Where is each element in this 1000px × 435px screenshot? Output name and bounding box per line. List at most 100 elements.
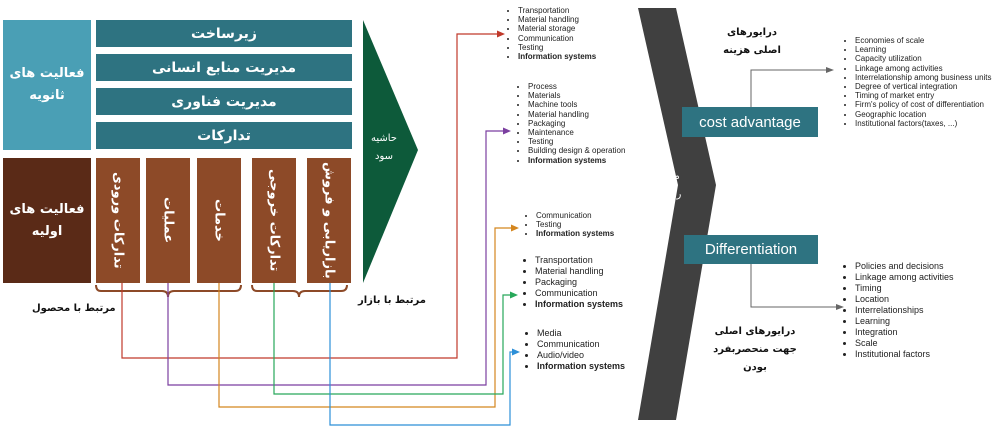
list-item: Material handling: [535, 266, 645, 277]
list-item: Information systems: [518, 52, 638, 61]
support-header-label: فعالیت های ثانویه: [9, 66, 85, 103]
list-item: Geographic location: [855, 110, 1000, 119]
primary-item-outbound-logistics: تدارکات خروجی: [252, 158, 296, 283]
support-activities-header: فعالیت های ثانویه: [3, 20, 91, 150]
primary-item-label: خدمات: [211, 199, 227, 242]
list-item: Testing: [528, 137, 648, 146]
margin-label: حاشیه سود: [371, 133, 397, 162]
list-item: Transportation: [518, 6, 638, 15]
list-item: Communication: [536, 211, 641, 220]
list-item: Policies and decisions: [855, 261, 995, 272]
list-item: Packaging: [528, 119, 648, 128]
list-item: Location: [855, 294, 995, 305]
primary-item-label: تدارکات ورودی: [110, 172, 126, 269]
margin-arrow: [363, 20, 418, 283]
list-item: Learning: [855, 45, 1000, 54]
cost-advantage-box: cost advantage: [682, 107, 818, 137]
connector-red: [121, 33, 499, 359]
list-item: Information systems: [537, 361, 645, 372]
list-item: Institutional factors(taxes, ...): [855, 119, 1000, 128]
operations-list: Process Materials Machine tools Material…: [518, 82, 648, 165]
cost-drivers-title: درایورهای اصلی هزینه: [723, 27, 781, 56]
connector-green: [273, 283, 512, 395]
list-item: Material handling: [518, 15, 638, 24]
list-item: Firm's policy of cost of differentiation: [855, 100, 1000, 109]
list-item: Timing: [855, 283, 995, 294]
support-item-technology: مدیریت فناوری: [96, 88, 352, 115]
cost-drivers-list: Economies of scale Learning Capacity uti…: [845, 36, 1000, 128]
link-arrowhead: [826, 67, 834, 73]
list-item: Process: [528, 82, 648, 91]
market-related-label: مرتبط با بازار: [358, 295, 426, 306]
support-item-label: مدیریت منابع انسانی: [152, 59, 296, 76]
inbound-logistics-list: Transportation Material handling Materia…: [508, 6, 638, 61]
list-item: Timing of market entry: [855, 91, 1000, 100]
connector-arrowhead: [511, 224, 519, 232]
primary-item-operations: عملیات: [146, 158, 190, 283]
list-item: Media: [537, 328, 645, 339]
link-arrowhead: [836, 304, 844, 310]
connector-orange: [218, 227, 513, 408]
market-bracket: [251, 284, 348, 298]
connector-purple: [167, 130, 505, 386]
primary-activities-header: فعالیت های اولیه: [3, 158, 91, 283]
differentiation-drivers-title: درایورهای اصلی جهت منحصربفرد بودن: [713, 326, 797, 373]
list-item: Machine tools: [528, 100, 648, 109]
list-item: Institutional factors: [855, 349, 995, 360]
connector-arrowhead: [510, 291, 518, 299]
list-item: Materials: [528, 91, 648, 100]
list-item: Interrelationship among business units: [855, 73, 1000, 82]
list-item: Interrelationships: [855, 305, 995, 316]
support-item-label: مدیریت فناوری: [171, 93, 277, 110]
list-item: Integration: [855, 327, 995, 338]
support-item-label: تدارکات: [197, 127, 251, 144]
support-item-label: زیرساخت: [191, 25, 257, 42]
connector-arrowhead: [497, 30, 505, 38]
marketing-sales-list: Media Communication Audio/video Informat…: [527, 328, 645, 372]
list-item: Linkage among activities: [855, 272, 995, 283]
primary-item-label: عملیات: [160, 197, 176, 244]
primary-item-label: تدارکات خروجی: [266, 169, 282, 272]
list-item: Linkage among activities: [855, 64, 1000, 73]
differentiation-drivers-list: Policies and decisions Linkage among act…: [845, 261, 995, 360]
primary-item-inbound-logistics: تدارکات ورودی: [96, 158, 140, 283]
list-item: Communication: [537, 339, 645, 350]
connector-blue: [329, 283, 514, 426]
list-item: Building design & operation: [528, 146, 648, 155]
list-item: Information systems: [528, 156, 648, 165]
list-item: Packaging: [535, 277, 645, 288]
cost-drivers-link: [750, 69, 828, 107]
list-item: Degree of vertical integration: [855, 82, 1000, 91]
list-item: Testing: [518, 43, 638, 52]
services-list: Communication Testing Information system…: [526, 211, 641, 239]
product-related-label: مرتبط با محصول: [32, 303, 116, 314]
list-item: Audio/video: [537, 350, 645, 361]
differentiation-box: Differentiation: [684, 235, 818, 264]
list-item: Communication: [518, 34, 638, 43]
primary-item-services: خدمات: [197, 158, 241, 283]
list-item: Learning: [855, 316, 995, 327]
list-item: Communication: [535, 288, 645, 299]
list-item: Scale: [855, 338, 995, 349]
list-item: Capacity utilization: [855, 54, 1000, 63]
support-item-hr: مدیریت منابع انسانی: [96, 54, 352, 81]
outbound-logistics-list: Transportation Material handling Packagi…: [525, 255, 645, 310]
diff-drivers-link: [750, 264, 838, 308]
connector-arrowhead: [503, 127, 511, 135]
support-item-infrastructure: زیرساخت: [96, 20, 352, 47]
list-item: Testing: [536, 220, 641, 229]
list-item: Transportation: [535, 255, 645, 266]
connector-arrowhead: [512, 348, 520, 356]
competitive-advantage-label: مزیت رقابتی: [654, 171, 682, 200]
list-item: Information systems: [535, 299, 645, 310]
list-item: Economies of scale: [855, 36, 1000, 45]
list-item: Material storage: [518, 24, 638, 33]
list-item: Maintenance: [528, 128, 648, 137]
support-item-procurement: تدارکات: [96, 122, 352, 149]
list-item: Material handling: [528, 110, 648, 119]
primary-item-marketing-sales: بازاریابی و فروش: [307, 158, 351, 283]
list-item: Information systems: [536, 229, 641, 238]
primary-header-label: فعالیت های اولیه: [9, 201, 85, 239]
primary-item-label: بازاریابی و فروش: [321, 162, 337, 279]
